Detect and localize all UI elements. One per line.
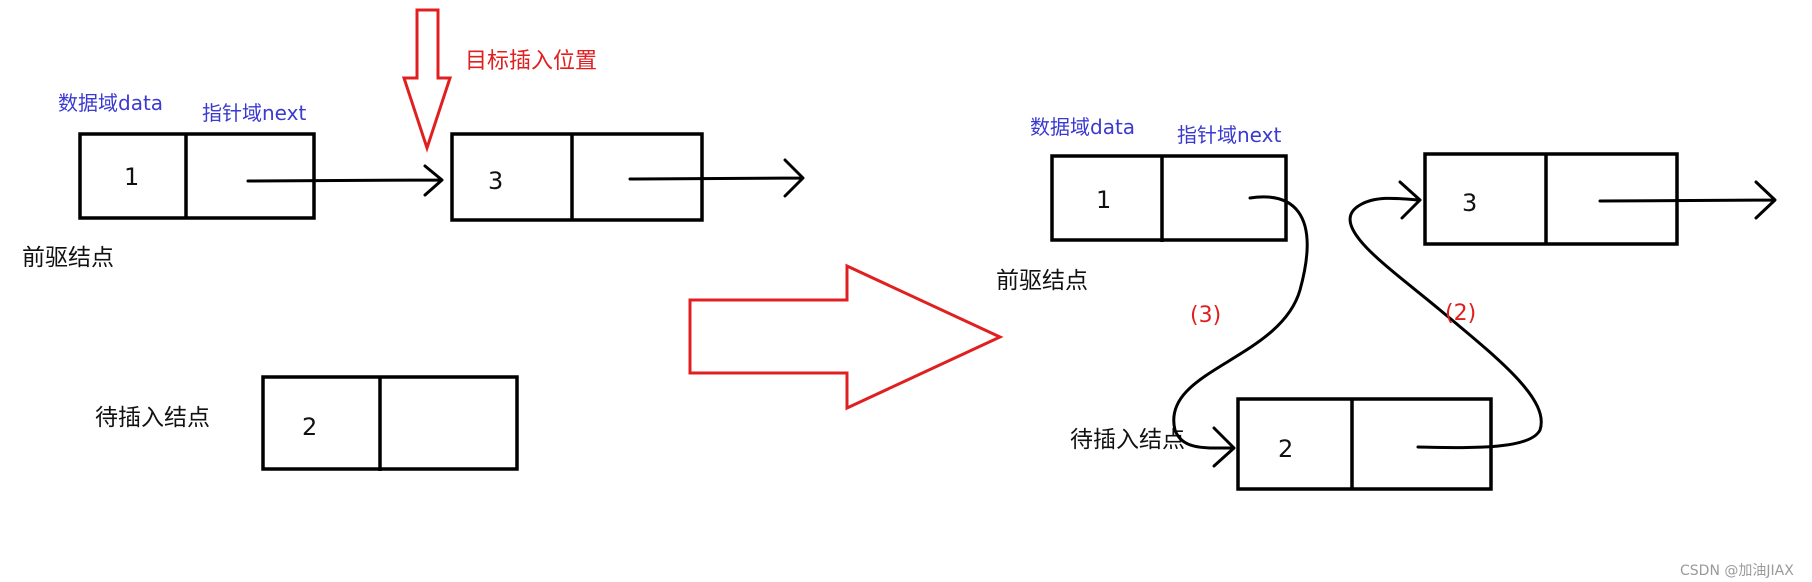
target-position-label: 目标插入位置 [465, 49, 597, 74]
target-down-arrow-icon [401, 8, 453, 153]
node-value: 1 [1096, 186, 1111, 214]
node-box [1050, 154, 1288, 242]
step-2-label: (2) [1445, 301, 1476, 326]
predecessor-node-right: 1 [1050, 154, 1288, 242]
pred-next-pointer-arrow [246, 164, 444, 197]
data-field-label-left: 数据域data [58, 91, 163, 115]
node-box [261, 375, 519, 471]
new-node-label-right: 待插入结点 [1070, 427, 1185, 453]
successor-node-left: 3 [450, 132, 704, 222]
step-3-pointer-curve [1172, 195, 1309, 468]
node-box [450, 132, 704, 222]
new-node-label-left: 待插入结点 [95, 405, 210, 431]
pointer-field-label-right: 指针域next [1177, 123, 1281, 147]
successor-node-right: 3 [1423, 152, 1679, 246]
watermark: CSDN @加油JIAX [1680, 563, 1794, 579]
new-node-left: 2 [261, 375, 519, 471]
new-node-right: 2 [1236, 397, 1493, 491]
node-value: 3 [1462, 189, 1477, 217]
predecessor-label-right: 前驱结点 [996, 268, 1088, 294]
node-value: 1 [124, 163, 139, 191]
predecessor-label-left: 前驱结点 [22, 245, 114, 271]
data-field-label-right: 数据域data [1030, 115, 1135, 139]
pointer-field-label-left: 指针域next [202, 101, 306, 125]
predecessor-node-left: 1 [78, 132, 316, 220]
step-3-label: (3) [1190, 303, 1221, 328]
successor-next-pointer-arrow [628, 158, 805, 198]
node-box [78, 132, 316, 220]
successor-next-pointer-arrow-right [1598, 180, 1777, 220]
node-box [1236, 397, 1493, 491]
node-box [1423, 152, 1679, 246]
node-value: 3 [488, 167, 503, 195]
step-2-pointer-curve [1348, 180, 1543, 450]
node-value: 2 [1278, 435, 1293, 463]
node-value: 2 [302, 413, 317, 441]
big-right-arrow-icon [688, 263, 1004, 411]
